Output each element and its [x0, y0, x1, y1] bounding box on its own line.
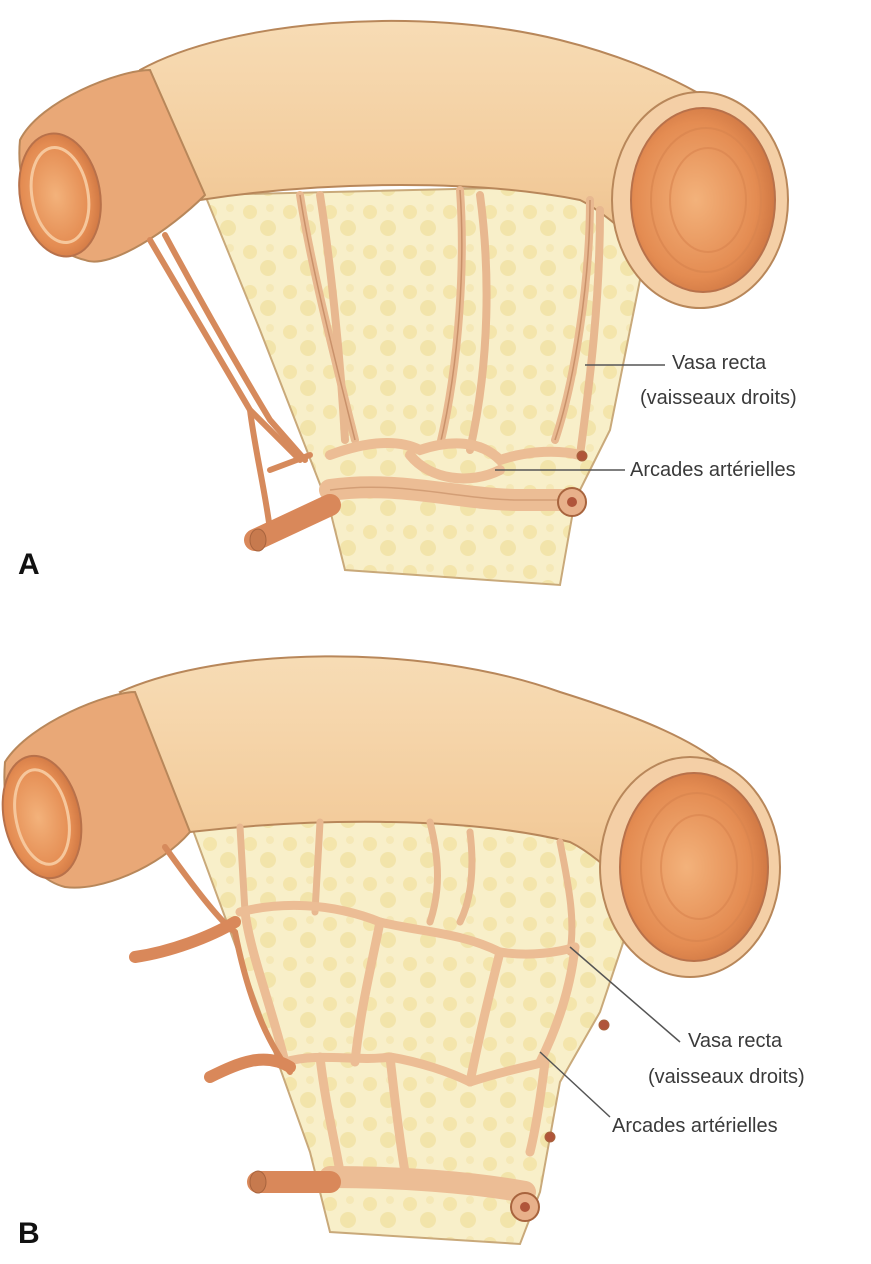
label-vaisseaux-droits: (vaisseaux droits)	[648, 1065, 805, 1089]
artery-stump	[250, 505, 330, 551]
vessel-cross-section	[511, 1193, 539, 1221]
intestine-cut-end-right	[600, 757, 780, 977]
panel-letter-a: A	[18, 548, 40, 582]
panel-b: Vasa recta (vaisseaux droits) Arcades ar…	[0, 632, 871, 1264]
panel-letter-b: B	[18, 1217, 40, 1251]
panel-a-illustration	[0, 0, 871, 620]
vessel-cross-section	[558, 488, 586, 516]
label-vasa-recta: Vasa recta	[672, 351, 766, 375]
label-vaisseaux-droits: (vaisseaux droits)	[640, 386, 797, 410]
intestine-cut-end-right	[612, 92, 788, 308]
label-arcades: Arcades artérielles	[612, 1114, 778, 1138]
panel-a: Vasa recta (vaisseaux droits) Arcades ar…	[0, 0, 871, 620]
label-vasa-recta: Vasa recta	[688, 1029, 782, 1053]
panel-b-illustration	[0, 632, 871, 1264]
label-arcades: Arcades artérielles	[630, 458, 796, 482]
